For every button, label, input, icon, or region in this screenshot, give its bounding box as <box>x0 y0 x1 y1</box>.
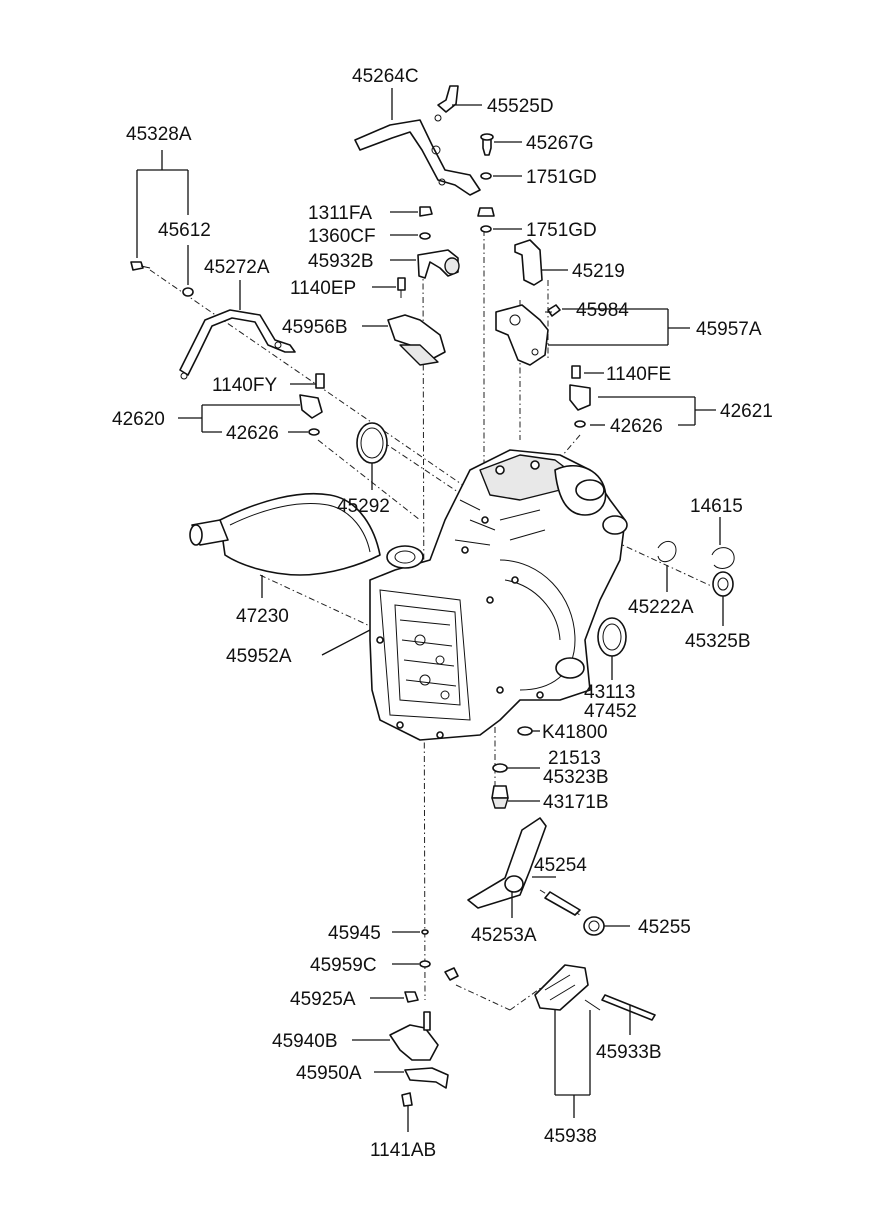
label-45957A: 45957A <box>696 319 762 340</box>
label-45222A: 45222A <box>628 597 694 618</box>
label-14615: 14615 <box>690 496 743 517</box>
label-45328A: 45328A <box>126 124 192 145</box>
inhibitor-switch-45940B <box>389 929 459 1107</box>
label-45272A: 45272A <box>204 257 270 278</box>
label-K41800: K41800 <box>542 722 608 743</box>
breather-pipe-45272A <box>130 261 296 380</box>
oil-filter-47230 <box>189 492 381 576</box>
label-45292: 45292 <box>337 496 390 517</box>
label-47230: 47230 <box>236 606 289 627</box>
label-1141AB: 1141AB <box>370 1140 436 1161</box>
transaxle-case <box>369 449 628 741</box>
label-45219: 45219 <box>572 261 625 282</box>
label-45255: 45255 <box>638 917 691 938</box>
label-42626-left: 42626 <box>226 423 279 444</box>
label-45253A: 45253A <box>471 925 537 946</box>
label-45612: 45612 <box>158 220 211 241</box>
label-45950A: 45950A <box>296 1063 362 1084</box>
label-1140FE: 1140FE <box>606 364 671 385</box>
label-45323B: 45323B <box>543 767 609 788</box>
label-43113: 43113 <box>584 682 635 703</box>
label-45933B: 45933B <box>596 1042 662 1063</box>
label-47452: 47452 <box>584 701 637 722</box>
label-45264C: 45264C <box>352 66 419 87</box>
label-1751GD-upper: 1751GD <box>526 167 597 188</box>
label-45952A: 45952A <box>226 646 292 667</box>
bracket-45957A <box>495 239 561 366</box>
label-45959C: 45959C <box>310 955 377 976</box>
label-45932B: 45932B <box>308 251 374 272</box>
label-1140EP: 1140EP <box>290 278 356 299</box>
label-45525D: 45525D <box>487 96 554 117</box>
part-labels: 45264C 45525D 45267G 1751GD 45328A 45612… <box>112 66 773 1161</box>
label-45956B: 45956B <box>282 317 348 338</box>
label-43171B: 43171B <box>543 792 609 813</box>
label-45984: 45984 <box>576 300 629 321</box>
label-1360CF: 1360CF <box>308 226 376 247</box>
leader-lines <box>136 88 724 1132</box>
label-1140FY: 1140FY <box>212 375 277 396</box>
label-1311FA: 1311FA <box>308 203 372 224</box>
speed-sensors <box>299 365 591 436</box>
label-42620: 42620 <box>112 409 165 430</box>
label-42626-right: 42626 <box>610 416 663 437</box>
label-45325B: 45325B <box>685 631 751 652</box>
label-45945: 45945 <box>328 923 381 944</box>
label-45925A: 45925A <box>290 989 356 1010</box>
label-45940B: 45940B <box>272 1031 338 1052</box>
label-45267G: 45267G <box>526 133 594 154</box>
label-21513: 21513 <box>548 748 601 769</box>
label-45938: 45938 <box>544 1126 597 1147</box>
label-42621: 42621 <box>720 401 773 422</box>
manual-lever-45938 <box>534 964 656 1021</box>
shift-lever-45253A <box>467 817 605 936</box>
switch-parts <box>387 206 460 366</box>
label-1751GD-lower: 1751GD <box>526 220 597 241</box>
label-45254: 45254 <box>534 855 587 876</box>
